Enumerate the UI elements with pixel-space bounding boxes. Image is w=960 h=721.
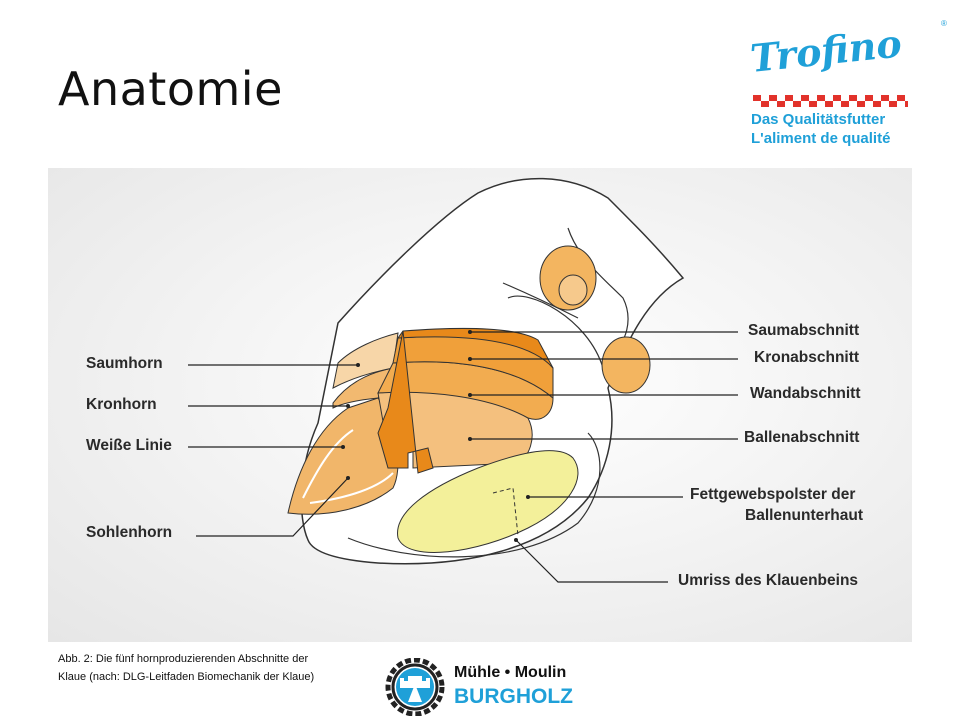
- fettgewebspolster: [397, 450, 579, 553]
- checker-pattern: [753, 95, 908, 107]
- slogan-de: Das Qualitätsfutter: [751, 111, 886, 128]
- label-saumabschnitt: Saumabschnitt: [748, 322, 860, 339]
- caption-line-1: Abb. 2: Die fünf hornproduzierenden Absc…: [58, 653, 309, 665]
- slogan-fr: L'aliment de qualité: [751, 130, 891, 147]
- caption-line-2: Klaue (nach: DLG-Leitfaden Biomechanik d…: [58, 671, 315, 683]
- label-wandabschnitt: Wandabschnitt: [750, 385, 861, 402]
- label-ballenabschnitt: Ballenabschnitt: [744, 429, 860, 446]
- burgholz-emblem-icon: [385, 657, 445, 717]
- burgholz-line-2: BURGHOLZ: [454, 685, 573, 708]
- label-kronabschnitt: Kronabschnitt: [754, 349, 860, 366]
- label-kronhorn: Kronhorn: [86, 396, 157, 413]
- trofino-logo: Trofino ® Das Qualitätsfutter L'aliment …: [745, 19, 947, 155]
- label-fettgewebspolster-2: Ballenunterhaut: [745, 507, 863, 524]
- leader-lines: [188, 331, 738, 583]
- bone-sesamoid: [601, 336, 651, 394]
- saumabschnitt: [396, 327, 554, 369]
- slide-title: Anatomie: [58, 62, 283, 116]
- burgholz-line-1: Mühle • Moulin: [454, 664, 567, 681]
- trofino-wordmark: Trofino: [748, 20, 904, 81]
- burgholz-logo: Mühle • Moulin BURGHOLZ: [384, 657, 584, 717]
- label-saumhorn: Saumhorn: [86, 355, 163, 372]
- hoof-illustration: [188, 177, 738, 583]
- hoof-diagram: Saumhorn Kronhorn Weiße Linie Sohlenhorn…: [48, 168, 912, 642]
- label-weisse-linie: Weiße Linie: [86, 437, 172, 454]
- registered-mark: ®: [941, 19, 947, 28]
- weisse-linie: [302, 429, 394, 504]
- label-fettgewebspolster-1: Fettgewebspolster der: [690, 486, 856, 503]
- wall-cut: [377, 330, 434, 474]
- figure-caption: Abb. 2: Die fünf hornproduzierenden Absc…: [58, 650, 314, 686]
- label-sohlenhorn: Sohlenhorn: [86, 524, 173, 541]
- label-umriss-klauenbein: Umriss des Klauenbeins: [678, 572, 859, 589]
